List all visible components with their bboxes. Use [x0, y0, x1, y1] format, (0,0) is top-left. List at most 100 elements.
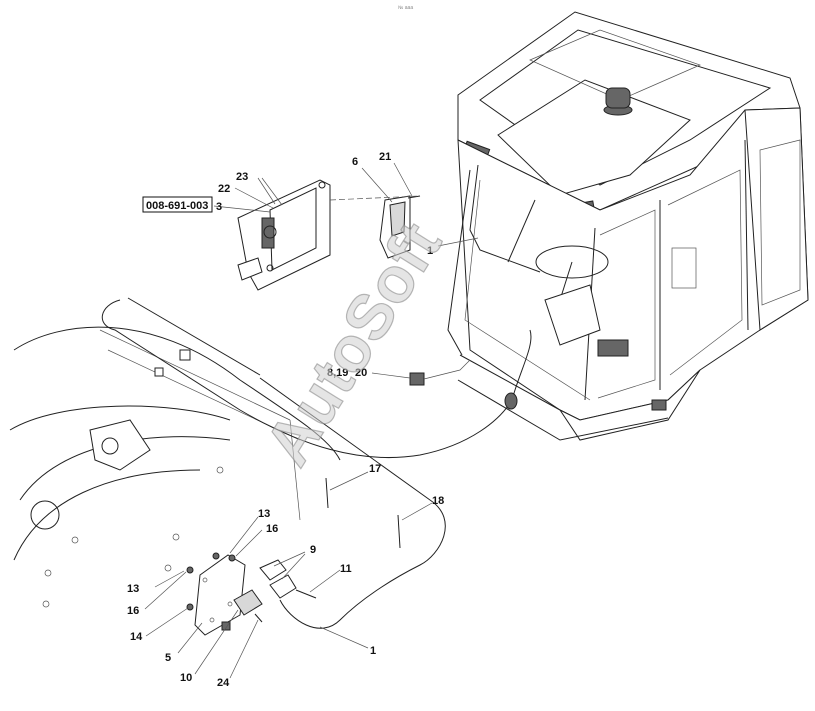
leader-line [281, 553, 306, 580]
leader-line [177, 622, 203, 654]
cab-side-panel [744, 107, 809, 331]
frame-rail [13, 469, 201, 561]
leader-line [257, 177, 276, 205]
window-frame [667, 169, 743, 376]
leader-line [309, 569, 341, 593]
part-number-label: 008-691-003 [146, 200, 208, 212]
callout-13: 13 [127, 583, 139, 595]
leader-lines [144, 162, 479, 679]
clamp-icon [259, 559, 287, 581]
mount-hole [266, 264, 274, 272]
leader-line [229, 619, 259, 679]
frame-hole [216, 466, 224, 474]
callout-17: 17 [369, 463, 381, 475]
grille [671, 247, 697, 289]
frame-edge [99, 329, 291, 421]
frame-hole [44, 569, 52, 577]
beacon-icon [605, 87, 631, 109]
bolt-head-icon [221, 621, 231, 631]
cab-side-panel-inner [759, 139, 801, 306]
assembly-axis [329, 195, 421, 201]
callout-23: 23 [236, 171, 248, 183]
callout-13: 13 [258, 508, 270, 520]
callout-1: 1 [427, 245, 433, 257]
relay-cover-inner [389, 201, 406, 237]
console [597, 339, 629, 357]
wiring-harness-upper [127, 297, 261, 376]
pivot-hole [101, 437, 119, 455]
relay-terminal-icon [263, 225, 277, 239]
machine-frame [9, 326, 341, 608]
callout-5: 5 [165, 652, 171, 664]
seat-icon [544, 284, 601, 346]
pin-icon [407, 195, 421, 199]
washer-icon [228, 554, 236, 562]
bolt-icon [295, 589, 317, 599]
switch-icon [409, 372, 425, 386]
cab-pillar [744, 139, 749, 331]
nut-icon [212, 552, 220, 560]
leader-line [371, 372, 411, 379]
callout-3: 3 [216, 201, 222, 213]
leader-line [234, 187, 274, 209]
callout-9: 9 [310, 544, 316, 556]
cab-front-pillar [447, 169, 471, 356]
cab-base-edge [457, 379, 669, 441]
leader-line [261, 177, 283, 206]
callout-22: 22 [218, 183, 230, 195]
plate-hole [209, 617, 215, 623]
bracket-window [269, 187, 317, 271]
bracket-foot [237, 257, 263, 281]
leader-line [235, 529, 263, 557]
leader-line [329, 471, 369, 491]
lower-bracket-assembly [186, 552, 317, 636]
leader-line [144, 571, 187, 610]
callout-11: 11 [340, 563, 352, 575]
frame-hole [30, 500, 60, 530]
callout-16: 16 [266, 523, 278, 535]
nut-icon [186, 603, 194, 611]
leader-line [213, 205, 271, 213]
clamp-icon [269, 574, 297, 599]
cable-tie-icon [325, 477, 329, 509]
cab-base [459, 354, 701, 441]
pivot-bracket [89, 419, 151, 471]
leader-line [319, 626, 369, 649]
leader-line [361, 167, 393, 203]
cable-tie-icon [397, 514, 401, 549]
frame-hole [42, 600, 50, 608]
frame-rail [13, 326, 341, 461]
leader-line [194, 609, 239, 675]
window-frame [597, 209, 656, 399]
frame-edge [289, 419, 301, 521]
operator-cab [447, 11, 809, 441]
grommet-icon [504, 392, 518, 410]
callout-21: 21 [379, 151, 391, 163]
plate-hole [202, 577, 208, 583]
callout-18: 18 [432, 495, 444, 507]
callout-labels: 008-691-003 1 1 3 5 6 9 10 11 13 13 14 1… [127, 151, 444, 689]
relay-bracket-assembly [237, 179, 331, 291]
steering-wheel-icon [535, 245, 609, 279]
leader-line [273, 551, 306, 567]
wiring-harness-lower [259, 377, 446, 629]
screw-icon [254, 613, 263, 623]
mounting-plate [194, 554, 246, 636]
leader-line [229, 516, 259, 554]
leader-line [145, 607, 189, 637]
switch-lead [423, 359, 471, 380]
part-number-box [142, 196, 213, 213]
frame-bolt [179, 349, 191, 361]
steering-column [559, 261, 573, 301]
harness-cab-run [469, 164, 541, 273]
callout-10: 10 [180, 672, 192, 684]
callout-14: 14 [130, 631, 143, 643]
header-mark: № ааа [398, 5, 413, 11]
frame-bolt [154, 367, 164, 377]
roof-panel [529, 29, 701, 101]
window-frame [464, 179, 591, 401]
leader-line [154, 570, 185, 588]
frame-hole [71, 536, 79, 544]
callout-6: 6 [352, 156, 358, 168]
